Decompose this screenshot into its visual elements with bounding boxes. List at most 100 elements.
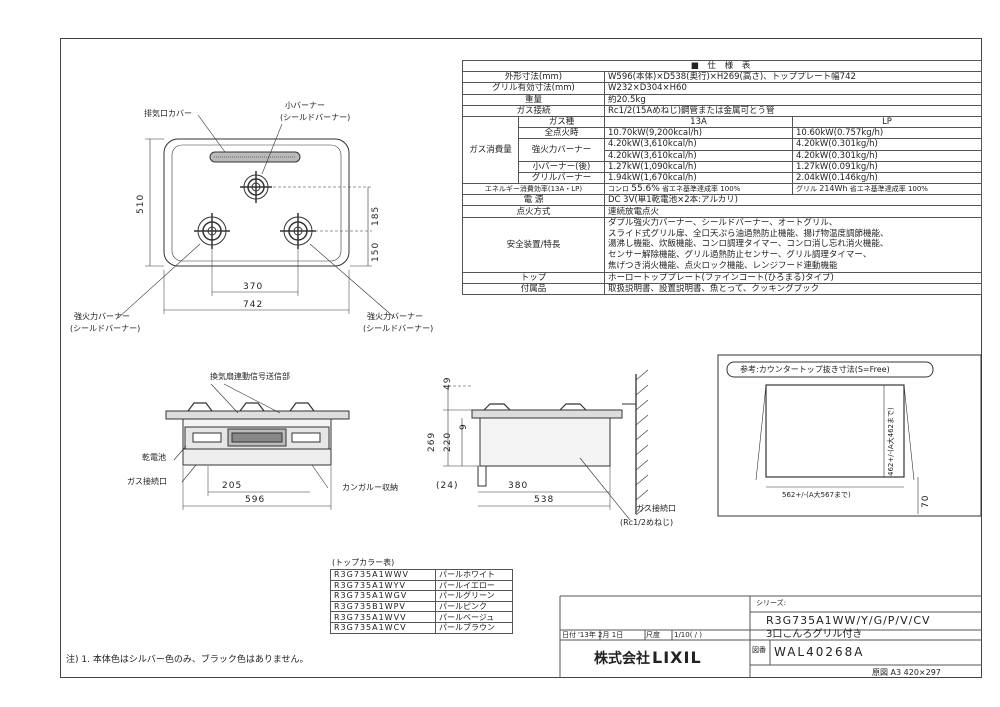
color-model: R3G735B1WPV xyxy=(330,600,436,613)
spec-label: 点火方式 xyxy=(462,205,605,218)
side-view xyxy=(443,369,649,521)
dim-depth: 510 xyxy=(136,193,146,214)
spec-value: グリル 214Wh 省エネ基準達成率 100% xyxy=(791,183,983,196)
paper-size: 原図 A3 420×297 xyxy=(872,668,941,677)
dim-269: 269 xyxy=(427,431,437,452)
color-name: パールグリーン xyxy=(435,590,513,602)
energy-konro-note: 省エネ基準達成率 100% xyxy=(662,185,741,194)
small-burner-shape xyxy=(240,171,272,203)
cutout-title: 参考:カウンタートップ抜き寸法(S=Free) xyxy=(740,365,890,374)
color-model: R3G735A1WCV xyxy=(330,621,436,634)
spec-value: 4.20kW(0.301kg/h) xyxy=(791,138,983,151)
spec-label: ガス接続 xyxy=(462,104,605,117)
color-model: R3G735A1WYV xyxy=(330,579,436,592)
spec-value: 2.04kW(0.146kg/h) xyxy=(791,171,983,185)
dim-205: 205 xyxy=(222,481,243,491)
dim-185: 185 xyxy=(371,205,381,226)
spec-value: 10.60kW(0.757kg/h) xyxy=(791,127,983,140)
spec-value: ダブル強火力バーナー、シールドバーナー、オートグリル、 スライド式グリル扉、全口… xyxy=(603,216,983,273)
left-burner-sub: (シールドバーナー) xyxy=(70,324,141,333)
spec-label: 小バーナー(後) xyxy=(518,160,605,173)
exhaust-cover-label: 排気口カバー xyxy=(144,109,192,118)
spec-value: 1.27kW(1,090kcal/h) xyxy=(604,160,793,173)
right-burner-label: 強火力バーナー xyxy=(367,312,423,321)
front-view xyxy=(165,383,350,510)
gas-inlet-label: ガス接続口 xyxy=(127,477,167,486)
spec-label: 重量 xyxy=(462,93,605,106)
date-label: 日付 xyxy=(562,631,576,639)
signal-sender-label: 換気扇連動信号送信部 xyxy=(210,372,290,381)
company-name: 株式会社 xyxy=(594,651,650,667)
lixil-logo: LIXIL xyxy=(652,648,702,667)
spec-value: 1.94kW(1,670kcal/h) xyxy=(604,171,793,185)
color-name: パールピンク xyxy=(435,600,513,613)
side-gas-label: ガス接続口 xyxy=(636,504,676,513)
spec-value: W232×D304×H60 xyxy=(603,82,983,95)
spec-value: 1.27kW(0.091kg/h) xyxy=(791,160,983,173)
dim-49: 49 xyxy=(443,376,453,390)
spec-label: グリル有効寸法(mm) xyxy=(462,82,605,95)
safety-line: 焦げつき消火機能、点火ロック機能、レンジフード連動機能 xyxy=(608,260,838,271)
energy-grill: グリル xyxy=(796,185,817,194)
spec-value: 4.20kW(0.301kg/h) xyxy=(791,149,983,162)
series-label: シリーズ: xyxy=(756,599,787,607)
title-block-lines xyxy=(559,595,982,678)
dim-150: 150 xyxy=(371,241,381,262)
energy-grill-value: 214Wh xyxy=(819,184,848,194)
spec-value: DC 3V(単1乾電池×2本:アルカリ) xyxy=(603,194,983,207)
color-name: パールベージュ xyxy=(435,611,513,623)
spec-value: 取扱説明書、設置説明書、魚とって、クッキングブック xyxy=(603,282,983,296)
dim-370: 370 xyxy=(243,282,264,292)
color-model: R3G735A1WVV xyxy=(330,611,436,623)
scale-label: 尺度 xyxy=(646,631,660,639)
spec-label: 付属品 xyxy=(462,282,605,296)
spec-label: ガス消費量 xyxy=(462,115,519,185)
spec-label: 全点火時 xyxy=(518,127,605,140)
spec-label: 安全装置/特長 xyxy=(462,216,605,273)
left-burner-label: 強火力バーナー xyxy=(74,312,130,321)
dim-380: 380 xyxy=(508,481,529,491)
spec-title: ■ 仕 様 表 xyxy=(461,59,983,73)
safety-line: センサー解除機能、グリル過熱防止センサー、グリル調理タイマー、 xyxy=(608,249,872,260)
small-burner-sub: (シールドバーナー) xyxy=(280,113,351,122)
color-table-title: (トップカラー表) xyxy=(332,558,395,567)
safety-line: 湯沸し機能、炊飯機能、コンロ調理タイマー、コンロ消し忘れ消火機能、 xyxy=(608,239,889,250)
drawing-no-label: 図番 xyxy=(752,646,766,654)
spec-value: 連続放電点火 xyxy=(603,205,983,218)
product-name: 3口こんろグリル付き xyxy=(766,629,863,640)
spec-value: 4.20kW(3,610kcal/h) xyxy=(604,149,793,162)
spec-value: W596(本体)×D538(奥行)×H269(高さ)、トッププレート幅742 xyxy=(603,71,983,84)
plan-view xyxy=(117,114,396,319)
series-value: R3G735A1WW/Y/G/P/V/CV xyxy=(766,614,931,627)
battery-label: 乾電池 xyxy=(142,453,166,462)
spec-label: ガス種 xyxy=(518,115,605,129)
side-gas-sub: (Rc1/2めねじ) xyxy=(620,518,674,527)
dim-220: 220 xyxy=(443,431,453,452)
right-burner-sub: (シールドバーナー) xyxy=(363,324,434,333)
energy-konro: コンロ xyxy=(608,185,629,194)
spec-value: ホーロートッププレート(ファインコート(ひろまる)タイプ) xyxy=(603,271,983,284)
dim-9: 9 xyxy=(459,423,469,430)
spec-value: 約20.5kg xyxy=(603,93,983,106)
spec-table: ■ 仕 様 表 外形寸法(mm)W596(本体)×D538(奥行)×H269(高… xyxy=(461,59,983,296)
scale-value: 1/10( / ) xyxy=(674,631,702,639)
spec-value: 13A xyxy=(604,115,793,129)
spec-value: 10.70kW(9,200kcal/h) xyxy=(604,127,793,140)
spec-label: トップ xyxy=(462,271,605,284)
spec-value: Rc1/2(15Aめねじ)鋼管または金属可とう管 xyxy=(603,104,983,117)
cutout-dim-70: 70 xyxy=(921,494,931,508)
color-name: パールホワイト xyxy=(435,569,513,581)
spec-value: 4.20kW(3,610kcal/h) xyxy=(604,138,793,151)
spec-label: 電 源 xyxy=(462,194,605,207)
cutout-depth: 462+/-(A大462まで) xyxy=(887,407,895,476)
color-name: パールイエロー xyxy=(435,579,513,592)
dim-596: 596 xyxy=(245,495,266,505)
energy-konro-value: 55.6% xyxy=(631,184,660,195)
spec-label: エネルギー消費効率(13A・LP) xyxy=(462,183,605,196)
